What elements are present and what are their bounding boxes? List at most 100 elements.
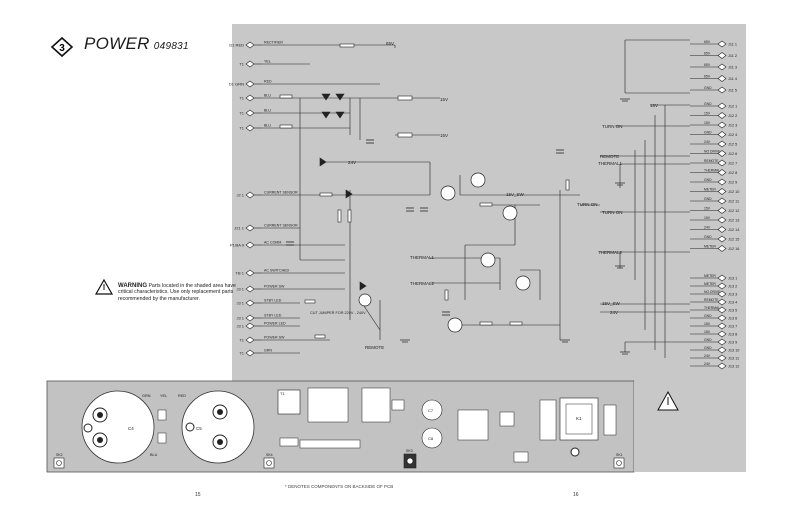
svg-text:C7: C7 <box>428 408 434 413</box>
right-wire-label: GND <box>704 346 712 350</box>
right-connector-label: J12 15 <box>728 238 739 242</box>
left-wire-label: GRN <box>264 349 272 353</box>
left-connector-label: J3 1 <box>236 324 244 329</box>
left-wire-label: BLU <box>264 109 271 113</box>
right-wire-label: NO DRIVE <box>704 290 721 294</box>
left-connector-label: J21 1 <box>234 226 245 231</box>
section-title-text: POWER <box>84 34 150 53</box>
left-wire-label: RECTIFIER <box>264 41 283 45</box>
diode-symbols <box>319 93 367 291</box>
right-connector-label: J12 13 <box>728 219 739 223</box>
left-wire-label: CURRENT SENSOR <box>264 191 298 195</box>
right-wire-label: GND <box>704 338 712 342</box>
section-diamond-icon: 3 <box>50 36 74 58</box>
left-connector-label: T1 <box>239 111 244 116</box>
left-wire-label: RED <box>264 80 272 84</box>
left-connector-label: T1 <box>239 351 244 356</box>
left-connector-label: P1/8A 9 <box>230 243 245 248</box>
right-connector-label: J12 5 <box>728 143 737 147</box>
label-15v-a: 15V <box>440 97 448 102</box>
right-connector-label: J12 2 <box>728 114 737 118</box>
right-wire-label: THERMAL <box>704 306 720 310</box>
right-connector-label: J13 10 <box>728 349 739 353</box>
page-number-left: 15 <box>195 492 201 498</box>
right-wire-label: 65V <box>704 74 711 78</box>
left-wire-label: AC SWITCHED <box>264 269 290 273</box>
right-wire-label: GND <box>704 235 712 239</box>
svg-text:C4: C4 <box>128 426 134 431</box>
left-connector-label: T1 <box>239 126 244 131</box>
right-wire-label: GND <box>704 314 712 318</box>
right-connector-label: J12 10 <box>728 190 739 194</box>
right-connector-label: J12 9 <box>728 181 737 185</box>
left-connector-label: J2 1 <box>236 193 244 198</box>
left-wire-label: BLU <box>264 94 271 98</box>
right-wire-label: 15V <box>704 111 711 115</box>
svg-text:C8: C8 <box>428 436 434 441</box>
right-connector: J13 10 GND <box>690 346 739 354</box>
right-wire-label: METER <box>704 187 716 191</box>
capacitor-symbols <box>286 139 564 316</box>
right-connector: J12 2 15V <box>690 111 737 119</box>
svg-text:K1: K1 <box>576 416 582 421</box>
right-wire-label: 65V <box>704 51 711 55</box>
left-connector-label: T1 <box>239 62 244 67</box>
svg-text:TURN ON: TURN ON <box>602 124 623 129</box>
svg-text:RED: RED <box>178 394 186 398</box>
right-connector-label: J12 12 <box>728 209 739 213</box>
label-24v: 24V <box>348 160 356 165</box>
left-connector-label: T1 <box>239 338 244 343</box>
right-connector-label: J12 16 <box>728 247 739 251</box>
right-connector-label: J11 1 <box>728 43 737 47</box>
left-wire-label: POWER SW <box>264 285 285 289</box>
warning-note: WARNING Parts located in the shaded area… <box>118 283 240 302</box>
label-15v-b: 15V <box>440 133 448 138</box>
pcb-cap-c8 <box>421 427 443 449</box>
transistor-symbols <box>358 172 531 333</box>
left-connector: J3 1 POWER LED <box>236 322 286 330</box>
left-connector-label: D1 RED <box>229 43 244 48</box>
page-number-right: 16 <box>573 492 579 498</box>
svg-text:THERMAL1: THERMAL1 <box>598 161 623 166</box>
svg-text:SK1: SK1 <box>616 453 623 457</box>
pcb-relay-k1 <box>559 397 599 441</box>
pcb-cap-c7 <box>421 399 443 421</box>
right-wire-label: 15V <box>704 121 711 125</box>
label-thermal2: THERMAL2 <box>410 281 435 286</box>
right-connector-label: J13 5 <box>728 309 737 313</box>
label-turn-on: TURN ON <box>577 202 598 207</box>
right-connector-label: J11 5 <box>728 89 737 93</box>
svg-text:THERMAL2: THERMAL2 <box>598 250 623 255</box>
left-wire-label: POWER LED <box>264 322 286 326</box>
right-wire-label: 15V <box>704 322 711 326</box>
right-connector-label: J13 7 <box>728 325 737 329</box>
left-connector: D1 RED RECTIFIER <box>229 41 283 49</box>
svg-text:SK2: SK2 <box>56 453 63 457</box>
right-connector-label: J12 8 <box>728 171 737 175</box>
right-connector-label: J12 7 <box>728 162 737 166</box>
label-15v-sw: 15V_SW <box>506 192 525 197</box>
svg-text:15V: 15V <box>650 103 658 108</box>
pcb-transformer-t1 <box>277 389 301 415</box>
svg-text:YEL: YEL <box>160 394 167 398</box>
